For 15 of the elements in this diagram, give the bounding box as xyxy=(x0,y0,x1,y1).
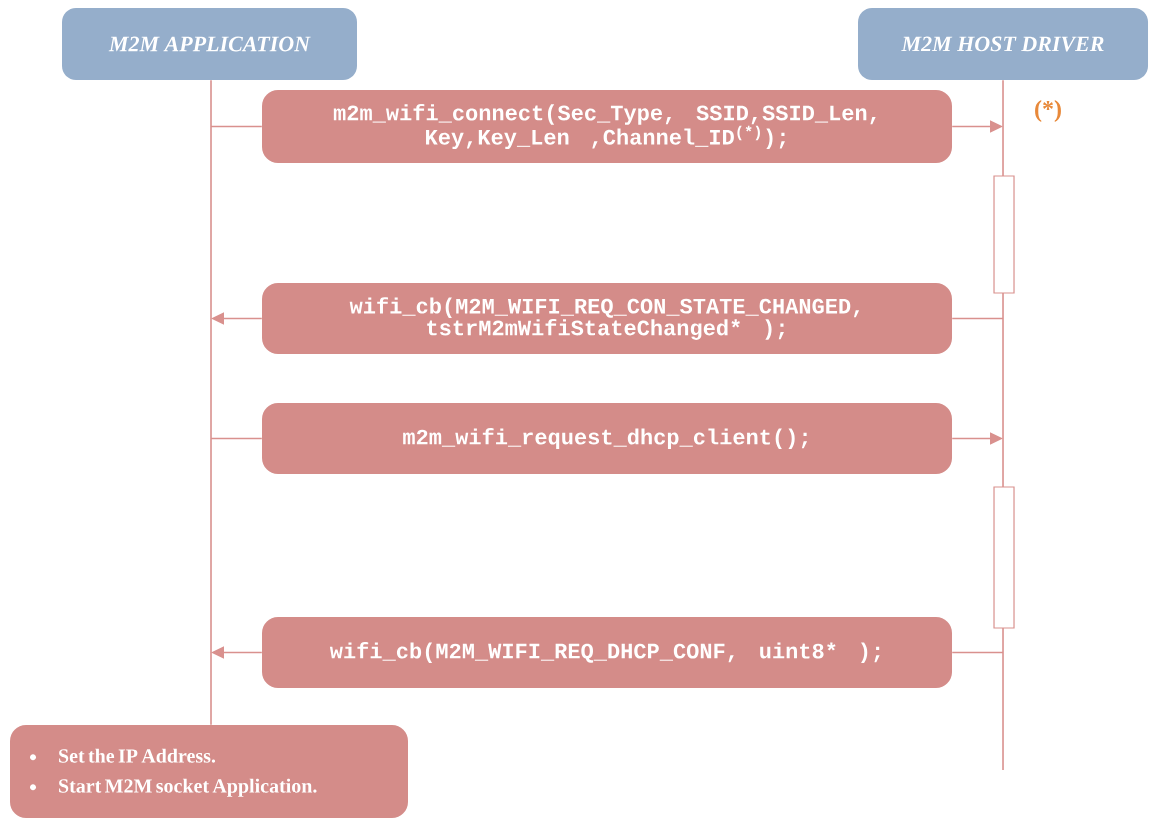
message-box: m2m_wifi_connect(Sec_Type, SSID,SSID_Len, Key,Key_Len ,Channel_ID$^{(*)}$); xyxy=(262,90,952,163)
activation-bar xyxy=(993,175,1015,294)
connector-line xyxy=(951,317,1004,320)
lifeline-header: M2M APPLICATION xyxy=(62,8,357,80)
message-box: wifi_cb(M2M_WIFI_REQ_DHCP_CONF, uint8* ); xyxy=(262,617,952,688)
connector-line xyxy=(210,125,263,128)
footnote-mark: (*) xyxy=(1035,100,1061,122)
message-box: m2m_wifi_request_dhcp_client(); xyxy=(262,403,952,474)
lifeline-header: M2M HOST DRIVER xyxy=(858,8,1148,80)
connector-line xyxy=(210,437,263,440)
note-box: Set the IP Address. Start M2M socket Application. xyxy=(10,725,408,818)
message-box: wifi_cb(M2M_WIFI_REQ_CON_STATE_CHANGED, tstrM2mWifiStateChanged* ); xyxy=(262,283,952,354)
connector-line xyxy=(951,651,1004,654)
lifeline xyxy=(210,79,212,726)
activation-bar xyxy=(993,486,1015,629)
